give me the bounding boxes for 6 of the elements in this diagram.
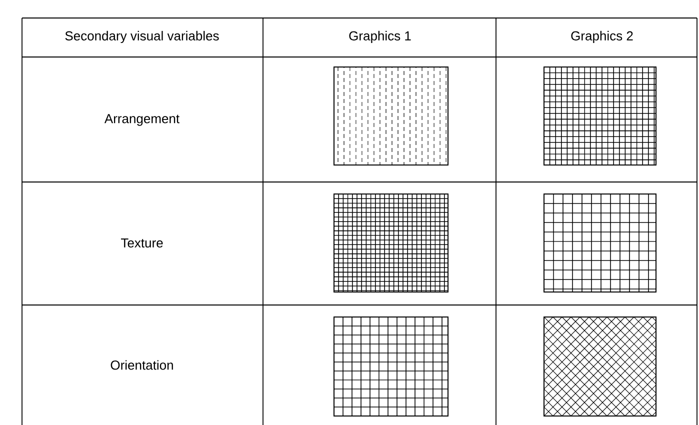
column-header: Graphics 2: [571, 30, 633, 44]
row-header: Texture: [121, 238, 163, 248]
column-header: Secondary visual variables: [65, 30, 219, 44]
row-header: Orientation: [110, 360, 173, 370]
column-header: Graphics 1: [349, 30, 411, 44]
row-header: Arrangement: [104, 114, 180, 126]
